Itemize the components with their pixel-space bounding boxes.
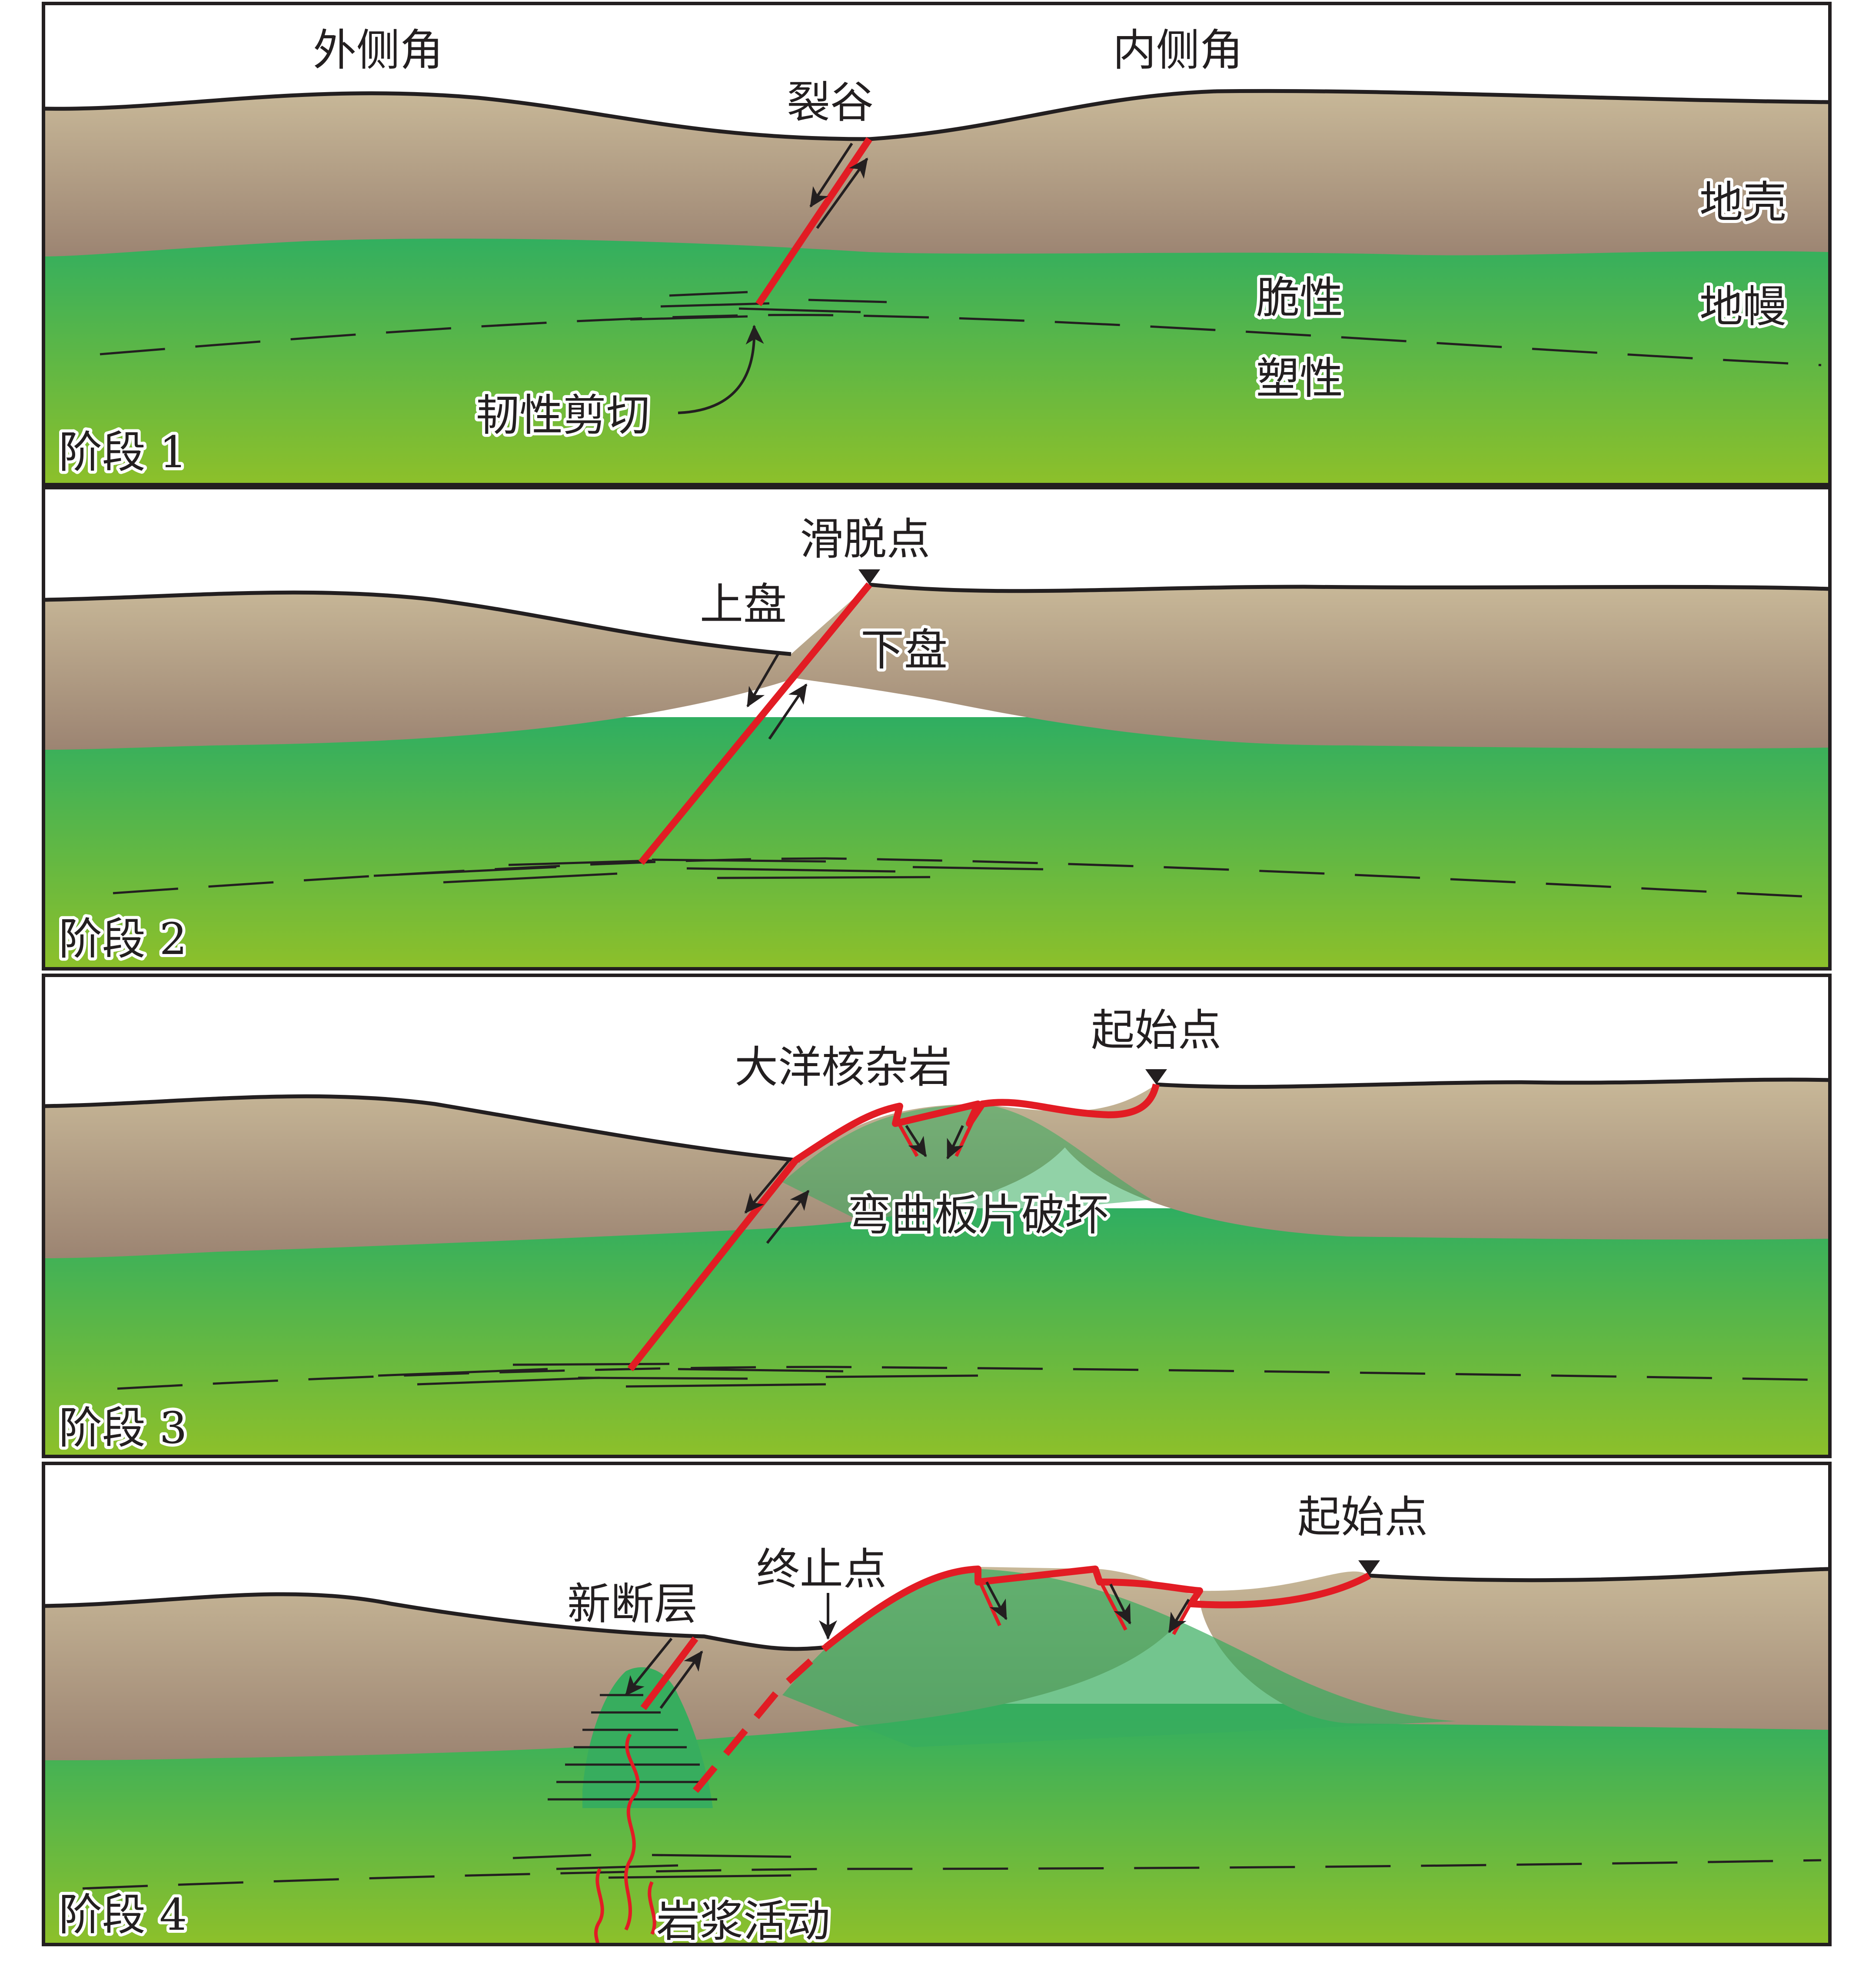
brittle-ductile-transition <box>82 1859 1822 1890</box>
breakaway-marker <box>1145 1069 1167 1084</box>
stage-label: 阶段 3 <box>59 1403 187 1453</box>
brittle-label: 脆性 <box>1256 273 1343 323</box>
new-fault-arrow-down <box>625 1638 673 1696</box>
ocean-core-dome <box>782 1104 1152 1226</box>
flexure-arrow-2 <box>1109 1583 1131 1625</box>
plastic-label: 塑性 <box>1256 353 1343 404</box>
detachment-fault <box>627 1084 1160 1371</box>
breakaway-point-label: 滑脱点 <box>800 514 930 565</box>
magma-conduits <box>594 1733 656 1945</box>
ocean-core-dome <box>782 1569 1456 1747</box>
hanging-wall-label: 上盘 <box>700 579 787 630</box>
fault-arrow-down <box>746 653 779 708</box>
detachment-fault <box>824 1566 1371 1650</box>
rift-valley-label: 裂谷 <box>787 77 874 128</box>
fault-arrow-down <box>809 143 853 208</box>
panel-stage-4: 新断层 终止点 起始点 岩浆活动 阶段 4 <box>43 1463 1830 1947</box>
fault-arrow-up <box>768 683 808 740</box>
shear-lines <box>630 291 887 321</box>
breakaway-label: 起始点 <box>1091 1005 1221 1056</box>
panel-stage-3: 大洋核杂岩 起始点 弯曲板片破坏 阶段 3 <box>43 975 1830 1456</box>
panel-1-frame <box>42 2 1832 486</box>
mantle-layer <box>43 230 1830 485</box>
new-fault-arrow-up <box>659 1650 703 1709</box>
crust-label: 地壳 <box>1699 177 1786 228</box>
fault-arrow-up <box>766 1190 810 1244</box>
panel-3-frame <box>42 974 1832 1458</box>
crust-layer <box>43 91 1830 257</box>
seafloor-surface <box>43 1094 800 1163</box>
brittle-ductile-transition <box>100 314 1822 366</box>
fault-line <box>638 582 872 865</box>
flexure-arrow-3 <box>1168 1599 1190 1633</box>
fault-arrow-down <box>744 1160 790 1214</box>
panel-stage-1: 外侧角 内侧角 裂谷 地壳 脆性 地幔 塑性 韧性剪切 阶段 1 <box>43 3 1830 485</box>
flexure-arrow-1 <box>985 1581 1008 1620</box>
flexure-arrow-1 <box>905 1125 927 1157</box>
old-detachment-dashed <box>692 1645 828 1793</box>
mantle-label: 地幔 <box>1699 281 1786 332</box>
mantle-layer <box>43 1208 1830 1456</box>
footwall-label: 下盘 <box>861 625 948 675</box>
ductile-shear-label: 韧性剪切 <box>476 390 650 441</box>
mantle-layer <box>43 717 1830 969</box>
stage-label: 阶段 2 <box>59 914 187 964</box>
breakaway-marker <box>1358 1560 1380 1576</box>
occ-label: 大洋核杂岩 <box>735 1042 952 1093</box>
flexure-arrow-2 <box>946 1125 964 1160</box>
breakaway-marker <box>858 569 880 585</box>
termination-label: 终止点 <box>756 1544 887 1595</box>
new-fault <box>640 1636 698 1710</box>
stage-label: 阶段 1 <box>59 427 187 478</box>
seafloor-surface <box>43 590 791 656</box>
seafloor-surface-right <box>869 582 1830 593</box>
breakaway-label: 起始点 <box>1297 1492 1428 1543</box>
seafloor-surface-right <box>1156 1077 1830 1089</box>
stage-label: 阶段 4 <box>59 1889 187 1940</box>
brittle-ductile-transition <box>117 1366 1826 1390</box>
panel-2-frame <box>42 486 1832 971</box>
panel-4-frame <box>42 1462 1832 1946</box>
outer-corner-label: 外侧角 <box>313 25 443 76</box>
magma-body <box>582 1667 713 1808</box>
flexural-failure-label: 弯曲板片破坏 <box>848 1190 1108 1240</box>
inner-corner-label: 内侧角 <box>1113 25 1243 76</box>
shear-pointer-arrow <box>678 325 764 414</box>
new-fault-label: 新断层 <box>567 1579 698 1629</box>
seafloor-surface-right <box>1369 1567 1830 1582</box>
shear-lines <box>373 858 1044 884</box>
seafloor-surface <box>43 1592 826 1651</box>
shear-lines <box>378 1363 978 1388</box>
panel-stage-2: 滑脱点 上盘 下盘 阶段 2 <box>43 488 1830 969</box>
magmatism-label: 岩浆活动 <box>656 1896 830 1947</box>
fault-arrow-up <box>816 157 868 229</box>
brittle-ductile-transition <box>113 857 1826 899</box>
crust-layer <box>43 585 1830 750</box>
seafloor-surface <box>43 89 1830 141</box>
